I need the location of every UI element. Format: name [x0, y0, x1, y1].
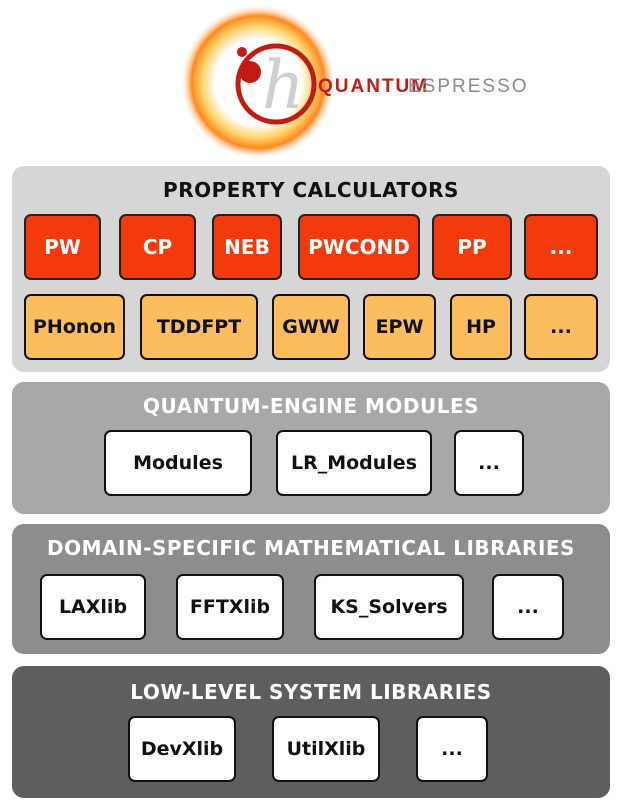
layer-title: LOW-LEVEL SYSTEM LIBRARIES	[130, 680, 492, 704]
box-more-math: ...	[492, 574, 564, 640]
box-laxlib: LAXlib	[40, 574, 146, 640]
box-ks-solvers: KS_Solvers	[314, 574, 464, 640]
box-gww: GWW	[272, 294, 350, 360]
box-hp: HP	[450, 294, 512, 360]
box-epw: EPW	[363, 294, 436, 360]
box-phonon: PHonon	[24, 294, 125, 360]
layer-title: DOMAIN-SPECIFIC MATHEMATICAL LIBRARIES	[47, 536, 575, 560]
box-more-system: ...	[416, 716, 488, 782]
logo-dot-large	[239, 61, 261, 83]
layer-domain-specific-libraries: DOMAIN-SPECIFIC MATHEMATICAL LIBRARIES L…	[12, 524, 610, 654]
logo-glyph: h	[262, 47, 305, 124]
box-cp: CP	[119, 214, 196, 280]
box-neb: NEB	[212, 214, 282, 280]
layer-property-calculators: PROPERTY CALCULATORS PW CP NEB PWCOND PP…	[12, 166, 610, 372]
layer-low-level-libraries: LOW-LEVEL SYSTEM LIBRARIES DevXlib UtilX…	[12, 666, 610, 798]
logo-glow	[180, 4, 336, 160]
layer-title: PROPERTY CALCULATORS	[163, 178, 459, 202]
box-lr-modules: LR_Modules	[276, 430, 432, 496]
logo-ring	[235, 43, 317, 125]
layer-quantum-engine-modules: QUANTUM-ENGINE MODULES Modules LR_Module…	[12, 382, 610, 514]
box-more-red: ...	[524, 214, 598, 280]
box-modules: Modules	[104, 430, 252, 496]
box-tddfpt: TDDFPT	[140, 294, 258, 360]
box-pwcond: PWCOND	[298, 214, 420, 280]
box-more-orange: ...	[524, 294, 598, 360]
logo-text-espresso: ESPRESSO	[408, 76, 529, 97]
box-utilxlib: UtilXlib	[272, 716, 380, 782]
box-pw: PW	[24, 214, 101, 280]
quantum-espresso-logo: h QUANTUM ESPRESSO	[180, 4, 529, 160]
box-fftxlib: FFTXlib	[176, 574, 284, 640]
box-pp: PP	[432, 214, 512, 280]
box-more-modules: ...	[454, 430, 524, 496]
box-devxlib: DevXlib	[128, 716, 236, 782]
logo-dot-small	[237, 47, 247, 57]
logo-text-quantum: QUANTUM	[318, 76, 429, 97]
layer-title: QUANTUM-ENGINE MODULES	[142, 394, 480, 418]
